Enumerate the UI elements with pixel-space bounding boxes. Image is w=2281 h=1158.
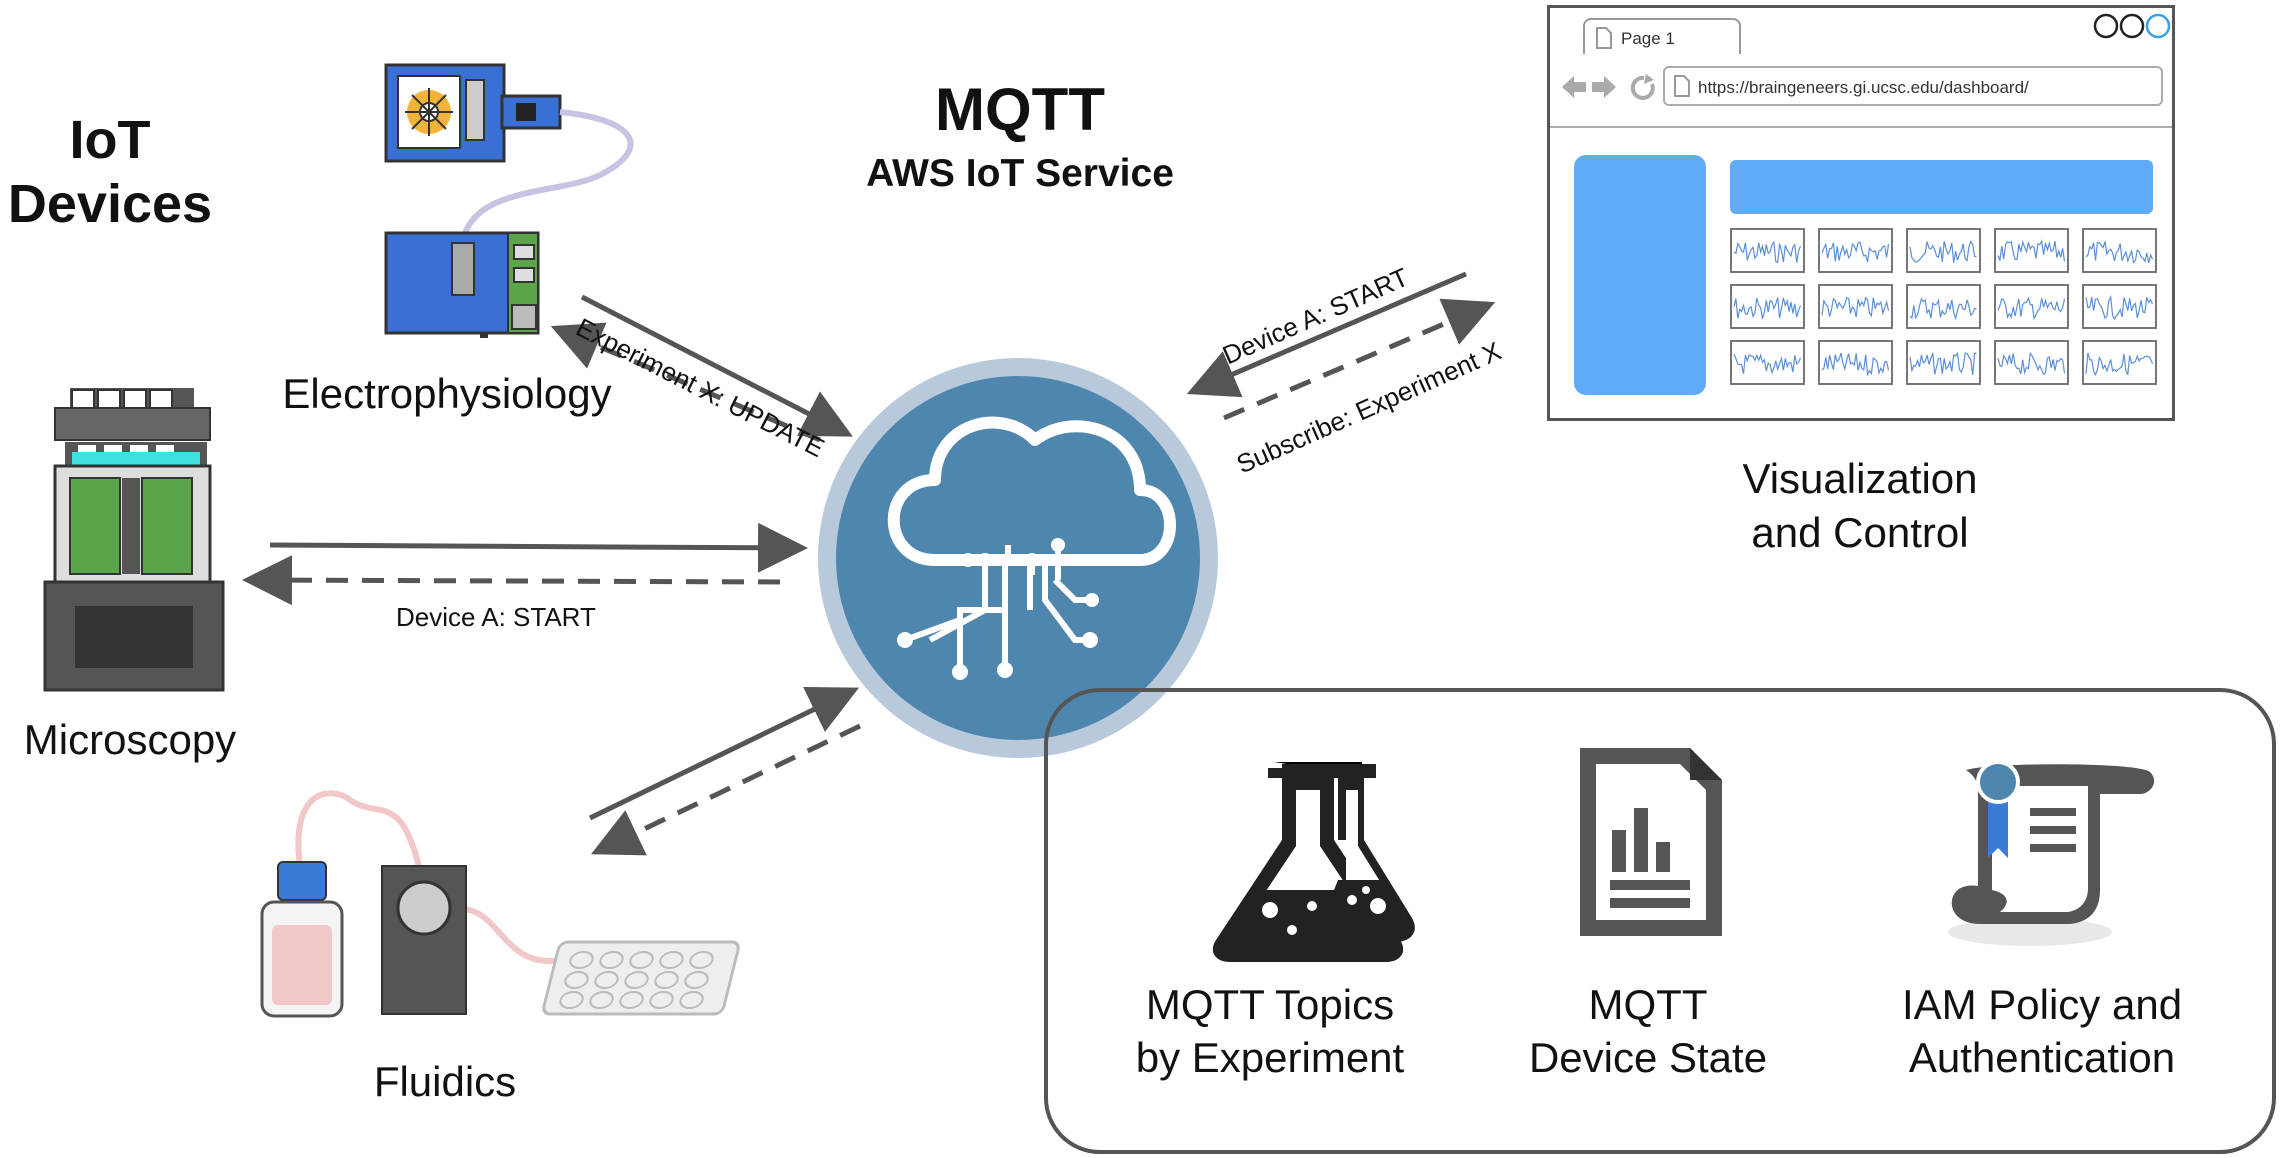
arrow-label-device-start-left: Device A: START	[396, 602, 596, 632]
window-controls[interactable]	[2092, 11, 2176, 41]
plot-trace	[1821, 352, 1890, 377]
fluidics-label: Fluidics	[373, 1058, 517, 1105]
diagram-subtitle: AWS IoT Service	[866, 152, 1174, 195]
plot-thumbnail	[1906, 340, 1981, 385]
plot-thumbnail	[1818, 340, 1893, 385]
plot-trace	[2085, 295, 2154, 321]
arrow-dashboard-to-cloud	[1186, 271, 1467, 398]
certificate-scroll-icon	[1948, 760, 2155, 946]
arrow-cloud-to-ephys	[550, 322, 821, 443]
iot-devices-label: IoT Devices	[7, 110, 213, 234]
tab-title: Page 1	[1621, 29, 1675, 48]
plot-trace	[1909, 297, 1977, 321]
plot-thumbnail	[2082, 284, 2157, 329]
feature-label-iam: IAM Policy and Authentication	[1901, 981, 2183, 1081]
electrophysiology-device-icon	[384, 63, 634, 338]
diagram-title: MQTT	[935, 76, 1105, 143]
plot-thumbnail	[1818, 228, 1893, 273]
arrow-ephys-to-cloud	[580, 294, 853, 437]
browser-tab[interactable]: Page 1	[1583, 18, 1741, 54]
plot-trace	[1909, 351, 1977, 376]
url-text: https://braingeneers.gi.ucsc.edu/dashboa…	[1698, 78, 2029, 97]
plot-grid	[1730, 228, 2160, 396]
plot-trace	[1997, 239, 2066, 263]
plot-trace	[1733, 240, 1802, 264]
plot-trace	[1733, 353, 1802, 375]
dashboard-sidebar	[1574, 155, 1706, 395]
plot-thumbnail	[2082, 340, 2157, 385]
arrow-cloud-to-fluidics	[590, 723, 862, 856]
plot-trace	[1997, 296, 2066, 321]
plot-thumbnail	[1994, 340, 2069, 385]
arrow-microscope-to-cloud	[269, 522, 808, 573]
dashboard-header-bar	[1730, 160, 2153, 214]
plot-trace	[1733, 297, 1802, 319]
arrows	[242, 271, 1496, 856]
plot-trace	[2085, 241, 2154, 264]
fluidics-device-icon	[260, 790, 740, 1018]
microscopy-label: Microscopy	[23, 716, 237, 763]
plot-thumbnail	[2082, 228, 2157, 273]
plot-trace	[1909, 240, 1977, 264]
mqtt-cloud-hub-icon	[818, 358, 1218, 758]
plot-thumbnail	[1730, 284, 1805, 329]
plot-thumbnail	[1730, 340, 1805, 385]
address-bar[interactable]: https://braingeneers.gi.ucsc.edu/dashboa…	[1663, 66, 2163, 106]
electrophysiology-label: Electrophysiology	[282, 370, 612, 417]
features-panel	[1044, 688, 2276, 1154]
plot-thumbnail	[1906, 228, 1981, 273]
plot-trace	[1997, 351, 2066, 376]
browser-toolbar	[1550, 8, 2172, 128]
document-chart-icon	[1580, 748, 1722, 936]
arrow-fluidics-to-cloud	[588, 686, 859, 821]
plot-trace	[1821, 296, 1890, 318]
plot-thumbnail	[1906, 284, 1981, 329]
arrow-cloud-to-microscope	[242, 555, 781, 606]
microscope-device-icon	[43, 388, 225, 692]
plot-trace	[1821, 241, 1890, 263]
flask-right-main-icon	[1290, 764, 1415, 942]
plot-trace	[2085, 352, 2154, 377]
plot-thumbnail	[1818, 284, 1893, 329]
visualization-label: Visualization and Control	[1742, 455, 1978, 556]
dashboard-browser-window: Page 1 https://braingeneers.gi.ucsc.edu/…	[1547, 5, 2175, 421]
plot-thumbnail	[1994, 284, 2069, 329]
nav-arrows-icon[interactable]	[1560, 72, 1660, 102]
page-icon	[1596, 27, 1612, 49]
feature-label-topics: MQTT Topics by Experiment	[1135, 981, 1405, 1081]
page-icon	[1674, 75, 1690, 97]
plot-thumbnail	[1730, 228, 1805, 273]
plot-thumbnail	[1994, 228, 2069, 273]
feature-label-device-state: MQTT Device State	[1528, 981, 1768, 1081]
arrow-cloud-to-dashboard	[1223, 298, 1496, 421]
